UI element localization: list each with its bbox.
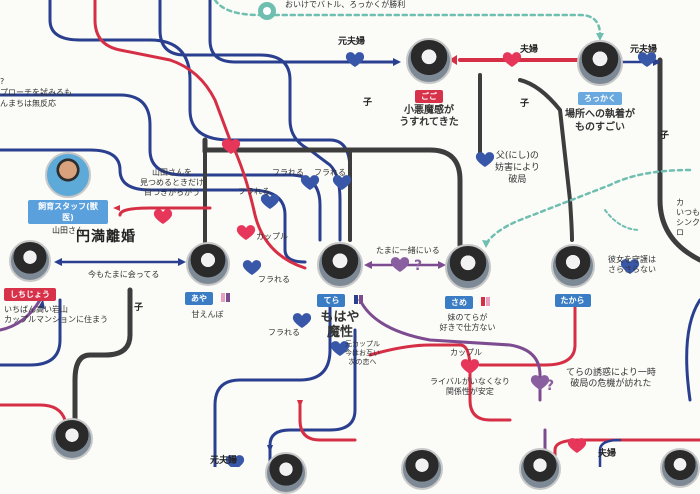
yamada-note: 山田さんを 見つめるときだけ 目つきがちがう: [140, 168, 204, 197]
ex-couple-label-bottom: 元夫婦: [210, 456, 238, 466]
penguin-tera[interactable]: てら もはや 魔性: [305, 242, 375, 340]
couple-label-bottom: 夫婦: [598, 449, 617, 459]
penguin-photo-partial-5: [660, 448, 700, 488]
penguin-partial-bottom-center2[interactable]: [400, 448, 444, 490]
left-note: ? プローチを試みるも んまちは無反応: [0, 77, 72, 108]
caption-tera: もはや 魔性: [320, 310, 360, 340]
penguin-photo-partial-4: [519, 448, 561, 490]
sometimes-together-label: たまに一緒にいる: [376, 246, 440, 255]
child-label-tera: 子: [363, 98, 373, 108]
penguin-photo-tera: [317, 242, 363, 288]
takara-caption: 彼女を守護は さらさらない: [608, 255, 656, 274]
rival-note: ライバルがいなくなり 関係性が安定: [430, 377, 510, 396]
penguin-photo-shichijou: [9, 240, 51, 282]
staff-name: 山田さん: [52, 226, 84, 235]
penguin-takara[interactable]: たから: [545, 244, 600, 307]
divorce-label: 円満離婚: [76, 229, 136, 245]
penguin-partial-bottom-far-right[interactable]: [660, 448, 700, 488]
furareru-label-3: フラれる: [314, 168, 346, 177]
penguin-photo-aya: [185, 242, 230, 286]
svg-text:?: ?: [546, 378, 554, 394]
staff-title: 飼育スタッフ(獣医): [28, 200, 108, 224]
caption-gogo: 小悪魔感が うすれてきた: [399, 105, 459, 128]
penguin-partial-bottom-left[interactable]: [50, 418, 94, 460]
relationship-lines: ? ?: [0, 0, 700, 467]
couple-small-label: カップル: [256, 232, 288, 241]
name-tag-aya: あや: [184, 292, 213, 305]
penguin-photo-partial-1: [51, 418, 93, 460]
temptation-note: てらの誘惑により一時 破局の危機が訪れた: [566, 368, 656, 389]
couple-label: 夫婦: [520, 45, 539, 55]
color-bands-aya: [220, 287, 231, 306]
furareru-label-5: フラれる: [268, 328, 300, 337]
father-note: 父(にし)の 妨害により 破局: [495, 151, 540, 185]
furareru-label-2: フラれる: [272, 168, 304, 177]
name-tag-shichijou: しちじょう: [4, 288, 56, 301]
child-label-rokkaku: 子: [520, 99, 530, 109]
penguin-same[interactable]: さめ 妹のてらが 好きで仕方ない: [425, 244, 510, 333]
penguin-partial-bottom-right[interactable]: [518, 448, 562, 490]
child-label-right: 子: [660, 131, 670, 141]
furareru-label-1: フラれる: [238, 187, 270, 196]
furareru-label-4: フラれる: [258, 275, 290, 284]
ex-couple-label: 元夫婦: [338, 37, 366, 47]
name-tag-rokkaku: ろっかく: [578, 92, 622, 105]
penguin-gogo[interactable]: ごご 小悪魔感が うすれてきた: [398, 38, 460, 129]
now-meet-label: 今もたまに会ってる: [88, 270, 160, 279]
penguin-partial-bottom-center[interactable]: [264, 452, 308, 494]
staff-yamada[interactable]: 飼育スタッフ(獣医) 山田さん: [28, 152, 108, 236]
penguin-aya[interactable]: あや 甘えんぼ: [180, 242, 235, 320]
penguin-photo-rokkaku: [577, 40, 623, 86]
penguin-photo-gogo: [406, 38, 452, 84]
name-tag-takara: たから: [554, 294, 591, 307]
penguin-photo-partial-3: [401, 448, 443, 490]
color-bands-tera: [353, 289, 363, 308]
name-tag-same: さめ: [444, 296, 473, 309]
penguin-photo-same: [444, 244, 491, 290]
child-label-shichijou: 子: [134, 303, 144, 313]
staff-photo: [45, 152, 91, 198]
tera-note: 元カップル 今はお互い 次の恋へ: [345, 340, 380, 366]
svg-text:?: ?: [414, 258, 422, 274]
right-note: カ いつも シンクロ: [676, 198, 700, 237]
color-bands-same: [480, 291, 491, 310]
caption-same: 妹のてらが 好きで仕方ない: [439, 313, 496, 332]
penguin-photo-takara: [550, 244, 595, 288]
penguin-rokkaku[interactable]: ろっかく 場所への執着が ものすごい: [560, 40, 640, 134]
name-tag-gogo: ごご: [415, 90, 443, 103]
caption-rokkaku: 場所への執着が ものすごい: [565, 109, 635, 133]
name-tag-tera: てら: [317, 294, 346, 307]
couple-small-label-2: カップル: [450, 348, 482, 357]
caption-aya: 甘えんぼ: [191, 310, 224, 319]
penguin-photo-partial-2: [265, 452, 307, 494]
penguin-shichijou[interactable]: しちじょう: [2, 240, 58, 301]
ex-couple-label-right: 元夫婦: [630, 45, 658, 55]
top-note: おいけでバトル、ろっかくが勝利: [285, 0, 406, 9]
old-note: いちばん高い岩山 カップルマンションに住まう: [4, 305, 108, 324]
